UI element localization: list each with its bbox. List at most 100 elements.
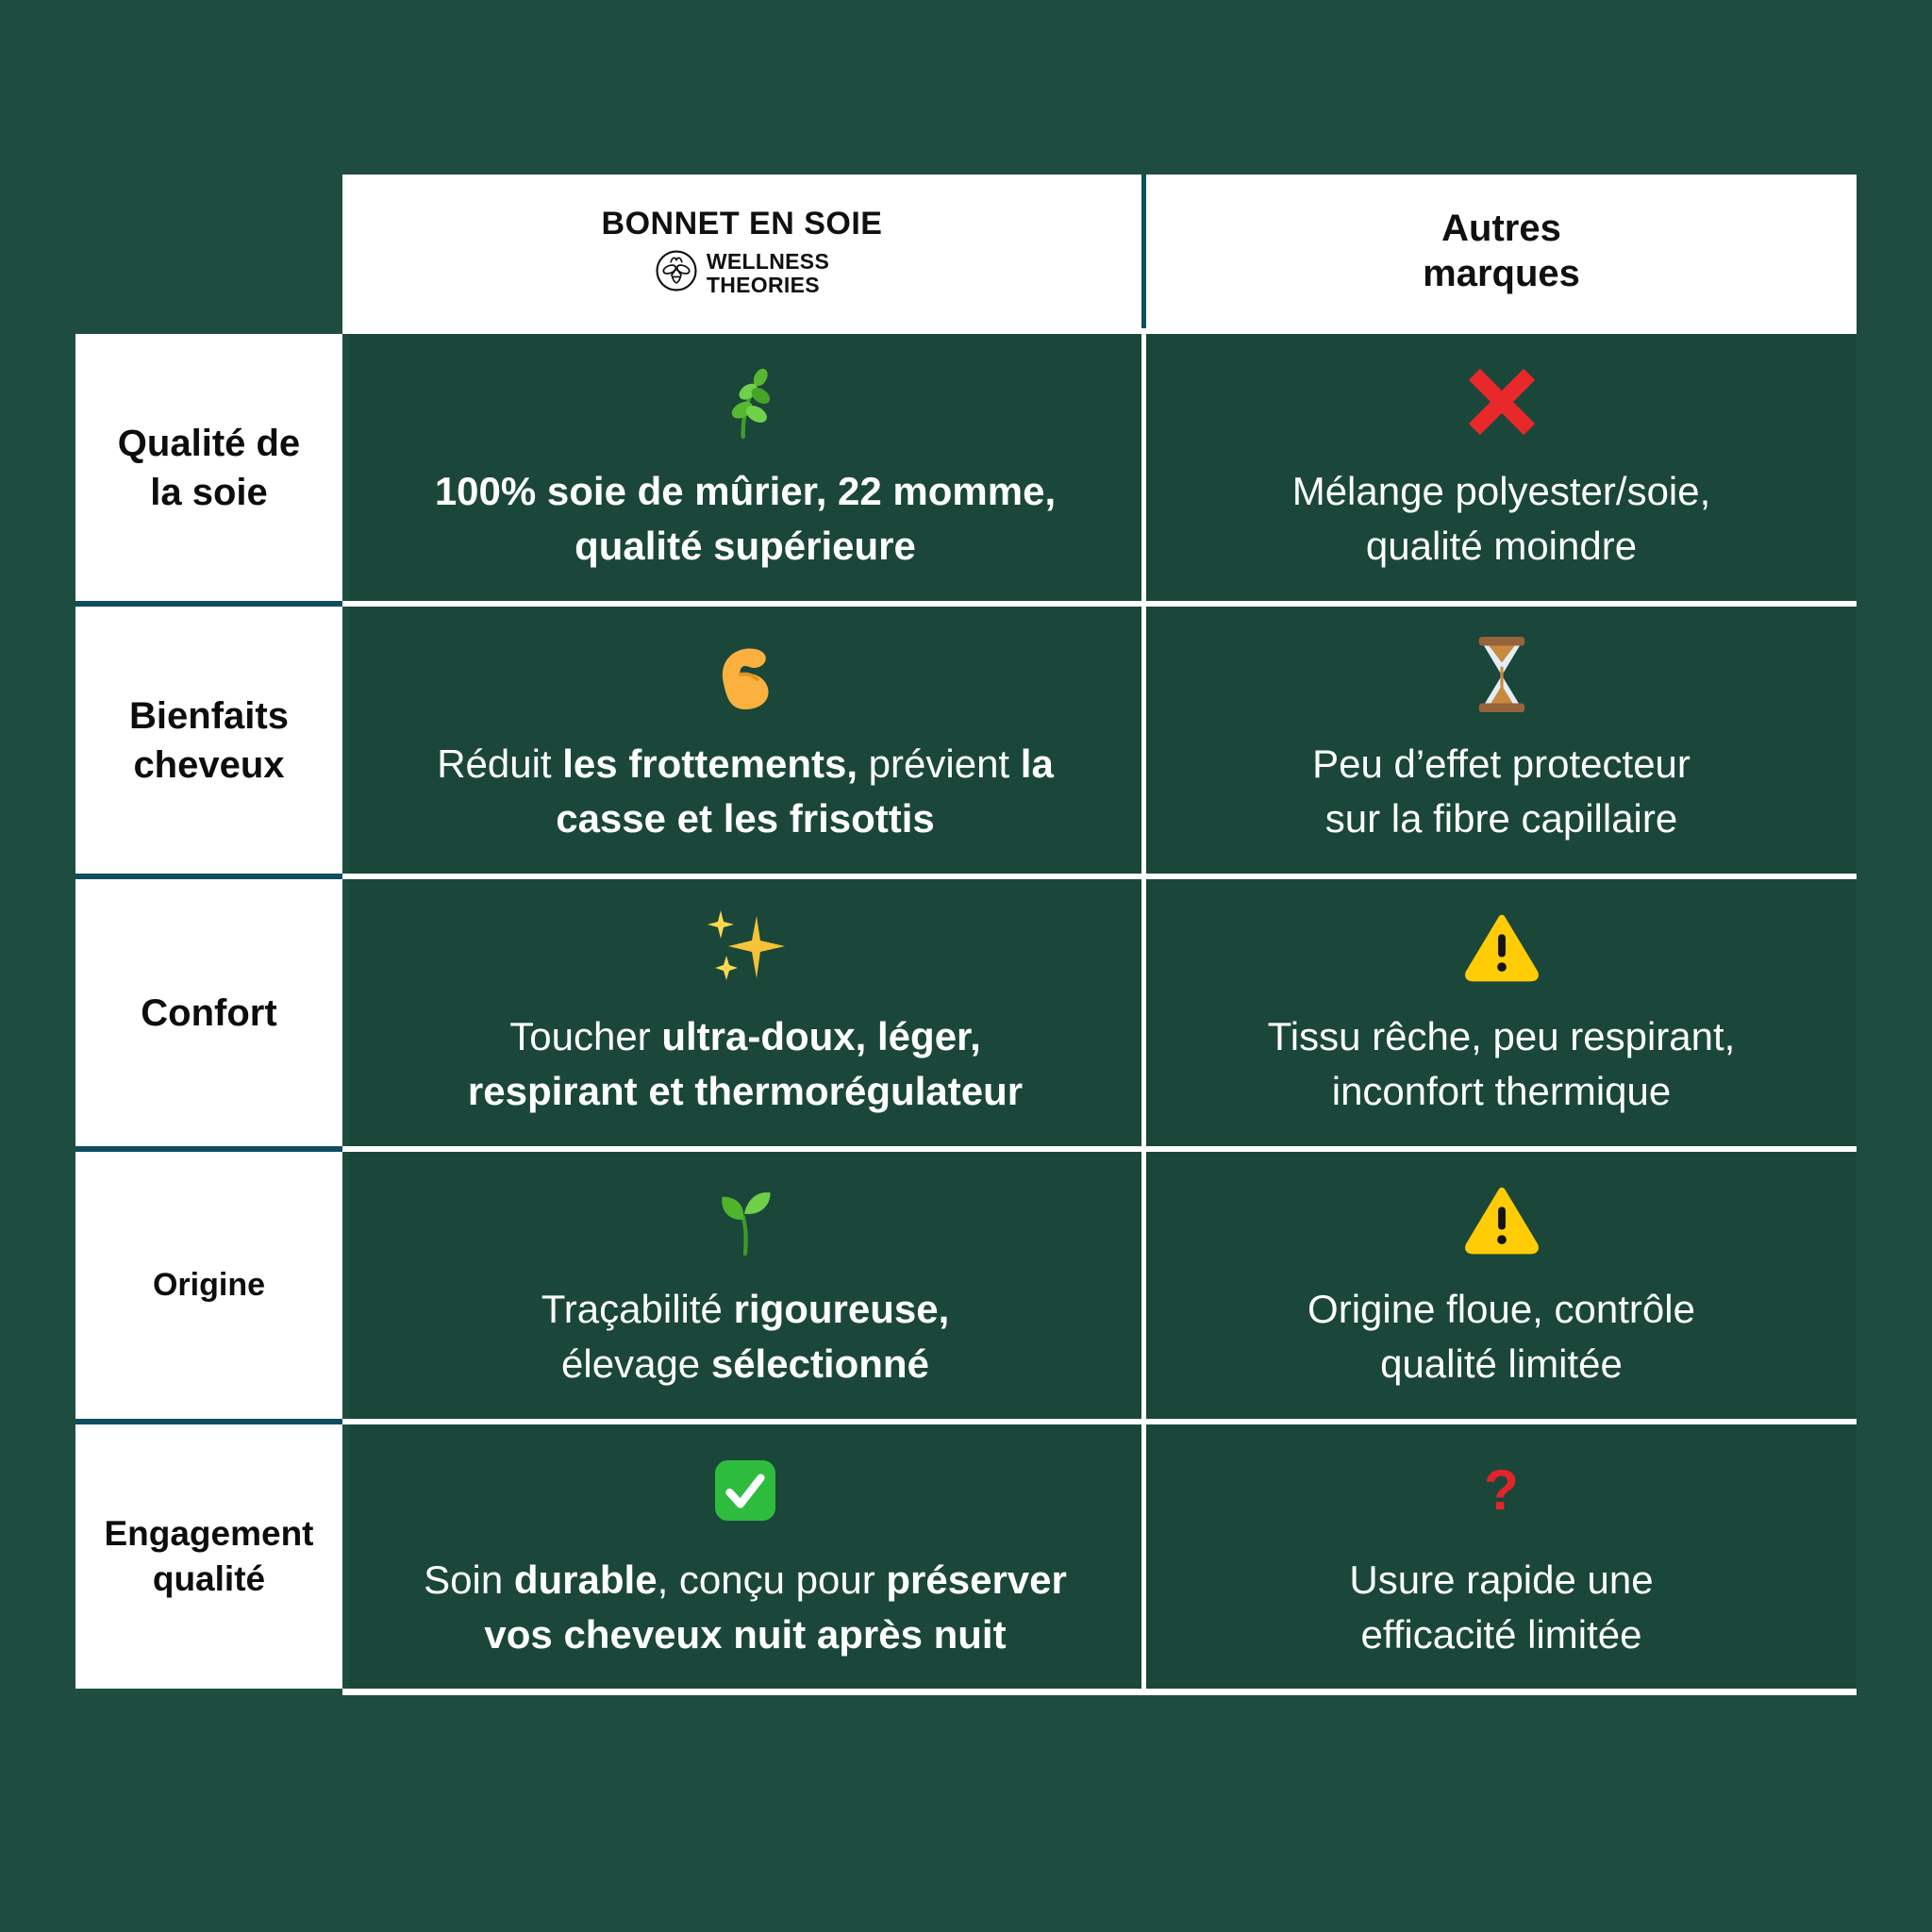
cell-text-line: inconfort thermique	[1268, 1064, 1736, 1119]
row-label-line: Confort	[141, 991, 277, 1034]
text-segment-bold: 100% soie de mûrier, 22 momme,	[434, 468, 1057, 513]
text-segment: efficacité limitée	[1360, 1612, 1642, 1657]
text-segment-bold: respirant et thermorégulateur	[467, 1068, 1024, 1113]
hourglass-icon	[1474, 635, 1530, 714]
cell-text: 100% soie de mûrier, 22 momme, qualité su…	[435, 464, 1056, 574]
text-segment: Réduit	[437, 741, 563, 786]
text-segment: , conçu pour	[657, 1557, 887, 1603]
cell-text-line: Toucher ultra-doux, léger,	[468, 1009, 1023, 1064]
check-icon	[714, 1451, 776, 1530]
cell-text-line: qualité limitée	[1307, 1337, 1695, 1391]
brand-name: WELLNESS THEORIES	[706, 248, 830, 297]
herb-icon	[714, 362, 776, 441]
label-row-divider	[75, 601, 342, 607]
text-segment-bold: sélectionné	[710, 1341, 929, 1386]
row-divider	[342, 1146, 1857, 1152]
text-segment: Mélange polyester/soie,	[1291, 468, 1711, 513]
sparkles-icon	[702, 908, 789, 987]
row-label-line: Bienfaits	[129, 694, 289, 737]
cell-text: Toucher ultra-doux, léger,respirant et t…	[468, 1009, 1023, 1119]
text-segment: inconfort thermique	[1331, 1068, 1672, 1113]
seedling-icon	[713, 1180, 777, 1259]
product-column-title: BONNET EN SOIE	[601, 206, 883, 242]
row-label: Qualité de la soie	[75, 334, 342, 601]
text-segment-bold: préserver	[886, 1557, 1067, 1603]
competitor-title-line2: marques	[1423, 252, 1580, 294]
cell-text-line: casse et les frisottis	[437, 791, 1054, 846]
text-segment: Toucher	[509, 1013, 662, 1058]
cell-text-line: Soin durable, conçu pour préserver	[424, 1553, 1067, 1607]
cross-icon	[1467, 362, 1537, 441]
cell-text-line: 100% soie de mûrier, 22 momme,	[435, 464, 1056, 519]
header-product-column: BONNET EN SOIE WELLNESS THEORIES	[342, 175, 1141, 328]
text-segment: élevage	[561, 1341, 711, 1386]
text-segment: Origine floue, contrôle	[1307, 1286, 1695, 1331]
column-divider	[1141, 1152, 1146, 1419]
brand-logo: WELLNESS THEORIES	[655, 249, 829, 297]
column-divider	[1141, 879, 1146, 1146]
competitor-cell: Tissu rêche, peu respirant, inconfort the…	[1146, 879, 1857, 1146]
brand-name-line2: THEORIES	[706, 272, 820, 297]
cell-text: Soin durable, conçu pour préserver vos ch…	[424, 1553, 1067, 1662]
row-divider	[342, 874, 1857, 879]
text-segment-bold: casse et les frisottis	[556, 795, 935, 841]
comparison-table: BONNET EN SOIE WELLNESS THEORIES Autres …	[75, 175, 1857, 1695]
cell-text-line: Origine floue, contrôle	[1307, 1282, 1695, 1337]
text-segment-bold: les frottements,	[562, 741, 858, 786]
text-segment-bold: vos cheveux nuit après nuit	[484, 1612, 1007, 1657]
column-divider	[1141, 334, 1146, 601]
product-cell: Soin durable, conçu pour préserver vos ch…	[349, 1424, 1141, 1689]
column-divider	[1141, 1424, 1146, 1689]
brand-name-line1: WELLNESS	[706, 248, 830, 274]
text-segment: prévient	[858, 741, 1021, 786]
question-icon: ?	[1484, 1458, 1519, 1523]
row-label-line: Qualité de	[117, 422, 301, 464]
product-cell: 100% soie de mûrier, 22 momme, qualité su…	[349, 334, 1141, 601]
row-divider	[342, 328, 1857, 334]
text-segment: sur la fibre capillaire	[1324, 795, 1678, 841]
cell-text-line: Traçabilité rigoureuse,	[541, 1282, 950, 1337]
cell-text-line: qualité supérieure	[435, 519, 1056, 574]
text-segment: Soin	[424, 1557, 514, 1603]
text-segment-bold: rigoureuse,	[733, 1286, 950, 1331]
cell-text: Mélange polyester/soie,qualité moindre	[1292, 464, 1711, 574]
biceps-icon	[709, 635, 781, 714]
competitor-cell: Origine floue, contrôle qualité limitée	[1146, 1152, 1857, 1419]
row-label-line: cheveux	[133, 743, 285, 786]
competitor-cell: Mélange polyester/soie,qualité moindre	[1146, 334, 1857, 601]
competitor-title-line1: Autres	[1441, 208, 1561, 250]
label-row-divider	[75, 1146, 342, 1152]
row-label-line: Origine	[152, 1267, 266, 1304]
cell-text-line: respirant et thermorégulateur	[468, 1064, 1023, 1119]
text-segment-bold: durable	[513, 1557, 658, 1603]
row-label-line: qualité	[152, 1559, 266, 1598]
cell-text-line: Tissu rêche, peu respirant,	[1268, 1009, 1736, 1064]
cell-text-line: Peu d’effet protecteur	[1312, 737, 1690, 791]
bee-circle-logo-icon	[655, 249, 698, 297]
text-segment: Tissu rêche, peu respirant,	[1267, 1013, 1736, 1058]
cell-text-line: Réduit les frottements, prévient la	[437, 737, 1054, 791]
text-segment-bold: la	[1020, 741, 1054, 786]
cell-text-line: Mélange polyester/soie,	[1292, 464, 1711, 519]
text-segment: Traçabilité	[541, 1286, 734, 1331]
text-segment: qualité limitée	[1380, 1341, 1623, 1386]
product-cell: Traçabilité rigoureuse,élevage sélection…	[349, 1152, 1141, 1419]
product-cell: Toucher ultra-doux, léger,respirant et t…	[349, 879, 1141, 1146]
cell-text-line: efficacité limitée	[1349, 1607, 1653, 1662]
row-label-line: la soie	[150, 471, 268, 513]
label-row-divider	[75, 1419, 342, 1424]
text-segment-bold: ultra-doux, léger,	[661, 1013, 981, 1058]
text-segment: Usure rapide une	[1349, 1557, 1654, 1603]
row-label: Origine	[75, 1152, 342, 1419]
cell-text: Tissu rêche, peu respirant, inconfort the…	[1268, 1009, 1736, 1119]
warning-icon	[1464, 1180, 1540, 1259]
cell-text-line: élevage sélectionné	[541, 1337, 950, 1391]
cell-text: Traçabilité rigoureuse,élevage sélection…	[541, 1282, 950, 1391]
cell-text-line: Usure rapide une	[1349, 1553, 1653, 1607]
competitor-cell: ? Usure rapide une efficacité limitée	[1146, 1424, 1857, 1689]
